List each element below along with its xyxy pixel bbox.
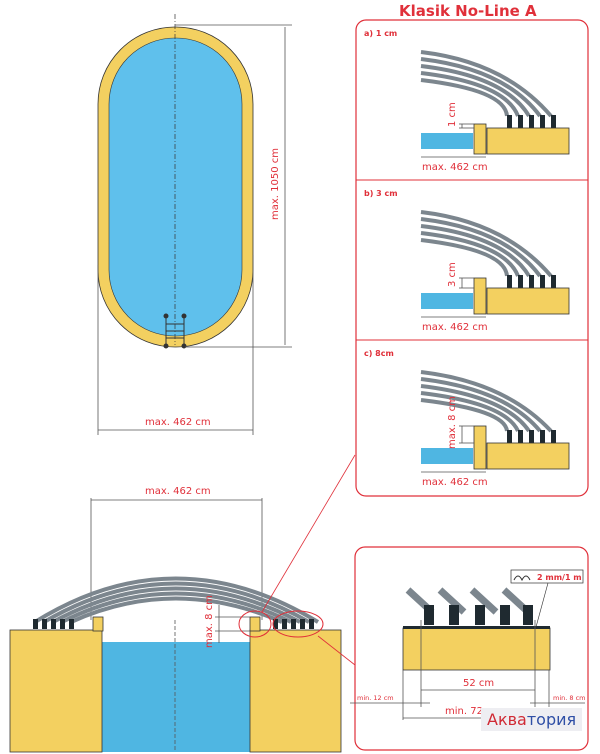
base-nozzles [424, 605, 533, 625]
panel-water [421, 133, 473, 149]
nozzle [507, 115, 512, 128]
section-width-label: max. 462 cm [145, 486, 211, 497]
watermark-part1: Аква [487, 710, 527, 729]
panel-wall [473, 277, 487, 315]
nozzle [518, 275, 523, 288]
detail-callout-base [272, 610, 324, 638]
detail-callout-edge [238, 610, 272, 638]
length-label: max. 1050 cm [270, 148, 281, 220]
nozzle [551, 115, 556, 128]
nozzle [518, 430, 523, 443]
panel-label: b) 3 cm [364, 189, 398, 198]
watermark-logo: Акватория [481, 708, 583, 731]
panel-wall [473, 123, 487, 155]
right-ground [249, 629, 342, 753]
panel-water [421, 448, 473, 464]
min-total-label: min. 72 cm [445, 706, 501, 717]
nozzle [507, 430, 512, 443]
panel-width-label: max. 462 cm [422, 477, 488, 488]
diagram-title: Klasik No-Line A [399, 2, 537, 20]
panel-height-label: 3 cm [447, 262, 458, 287]
detail-panel-b: b) 3 cm 3 cm max. 462 cm [364, 189, 570, 333]
nozzle [540, 430, 545, 443]
panel-height-label: 1 cm [447, 102, 458, 127]
pool-cross-section: max. 462 cm max. 8 cm [9, 454, 356, 753]
nozzle [518, 115, 523, 128]
min-right-label: min. 8 cm [553, 694, 586, 702]
panel-ground [486, 127, 570, 155]
slope-box [510, 569, 584, 584]
nozzle [540, 115, 545, 128]
slope-label: 2 mm/1 m [537, 573, 582, 582]
panel-ground [486, 442, 570, 470]
nozzle [551, 430, 556, 443]
watermark-part2: тория [526, 710, 577, 729]
panel-width-label: max. 462 cm [422, 162, 488, 173]
inner-width-label: 52 cm [463, 678, 494, 689]
detail-panel-a: a) 1 cm 1 cm max. 462 cm [364, 29, 570, 173]
nozzles-right [273, 619, 314, 629]
base-detail: 2 mm/1 m 52 cm min. 12 cm min. 8 cm min.… [350, 569, 586, 720]
wave-icon [513, 575, 531, 582]
nozzle [529, 275, 534, 288]
pool-water [108, 37, 243, 337]
nozzle [507, 275, 512, 288]
panel-water [421, 293, 473, 309]
nozzle [540, 275, 545, 288]
pool-top-view: max. 1050 cm max. 462 cm [97, 14, 292, 435]
panel-height-label: max. 8 cm [447, 396, 458, 449]
ladder-icon [163, 313, 187, 349]
nozzle [529, 115, 534, 128]
nozzles-left [33, 619, 74, 629]
nozzle [529, 430, 534, 443]
panel-ground [486, 287, 570, 315]
section-height-label: max. 8 cm [204, 595, 215, 648]
min-left-label: min. 12 cm [357, 694, 394, 702]
detail-panel-c: c) 8cm max. 8 cm max. 462 cm [364, 349, 570, 488]
panel-label: a) 1 cm [364, 29, 397, 38]
section-water [102, 642, 250, 752]
panel-width-label: max. 462 cm [422, 322, 488, 333]
width-label: max. 462 cm [145, 417, 211, 428]
panel-label: c) 8cm [364, 349, 394, 358]
panel-wall [473, 425, 487, 470]
left-ground [9, 629, 103, 753]
nozzle [551, 275, 556, 288]
